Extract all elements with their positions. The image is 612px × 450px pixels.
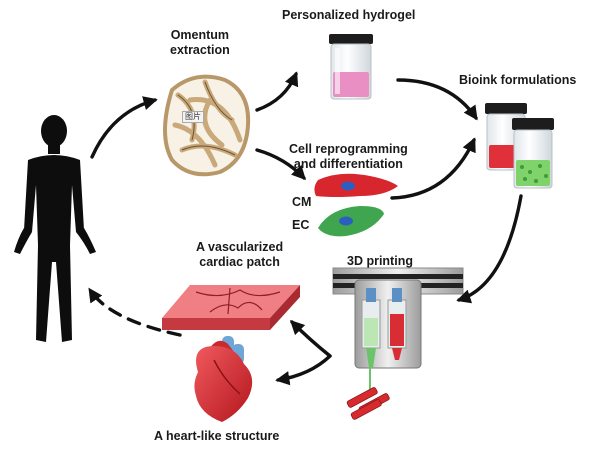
- arrow-omentum-to-cells: [255, 148, 306, 181]
- bioprinter-icon: [332, 267, 464, 420]
- arrow-omentum-to-hydrogel: [255, 71, 299, 112]
- arrow-hydrogel-to-bioink: [396, 78, 478, 121]
- label-ec: EC: [292, 218, 310, 232]
- human-body-icon: [14, 115, 96, 342]
- bioink-jars-icon: [485, 103, 554, 189]
- arrow-patch-to-body: [88, 287, 182, 337]
- label-omentum-extraction: Omentum extraction: [170, 28, 230, 57]
- label-cm: CM: [292, 195, 312, 209]
- arrow-bioink-to-printer: [456, 194, 523, 304]
- cardiac-patch-icon: [162, 285, 300, 330]
- cell-ec-icon: [318, 206, 384, 237]
- arrow-body-to-omentum: [90, 96, 158, 159]
- label-vascularized-patch: A vascularized cardiac patch: [196, 240, 284, 269]
- cell-cm-icon: [314, 173, 398, 197]
- heart-icon: [194, 336, 253, 422]
- label-bioink-formulations: Bioink formulations: [459, 73, 577, 87]
- hydrogel-jar-icon: [329, 34, 373, 100]
- flow-arrows: [88, 71, 523, 386]
- label-personalized-hydrogel: Personalized hydrogel: [282, 8, 416, 22]
- arrow-printer-to-patch: [289, 319, 332, 358]
- image-placeholder-tag: 图片: [182, 111, 204, 123]
- arrow-printer-to-heart: [275, 354, 332, 386]
- omentum-icon: [163, 74, 251, 177]
- arrow-cells-to-bioink: [390, 137, 476, 200]
- label-cell-reprogramming: Cell reprogramming and differentiation: [289, 142, 408, 171]
- label-3d-printing: 3D printing: [347, 254, 413, 268]
- label-heart-like-structure: A heart-like structure: [154, 429, 280, 443]
